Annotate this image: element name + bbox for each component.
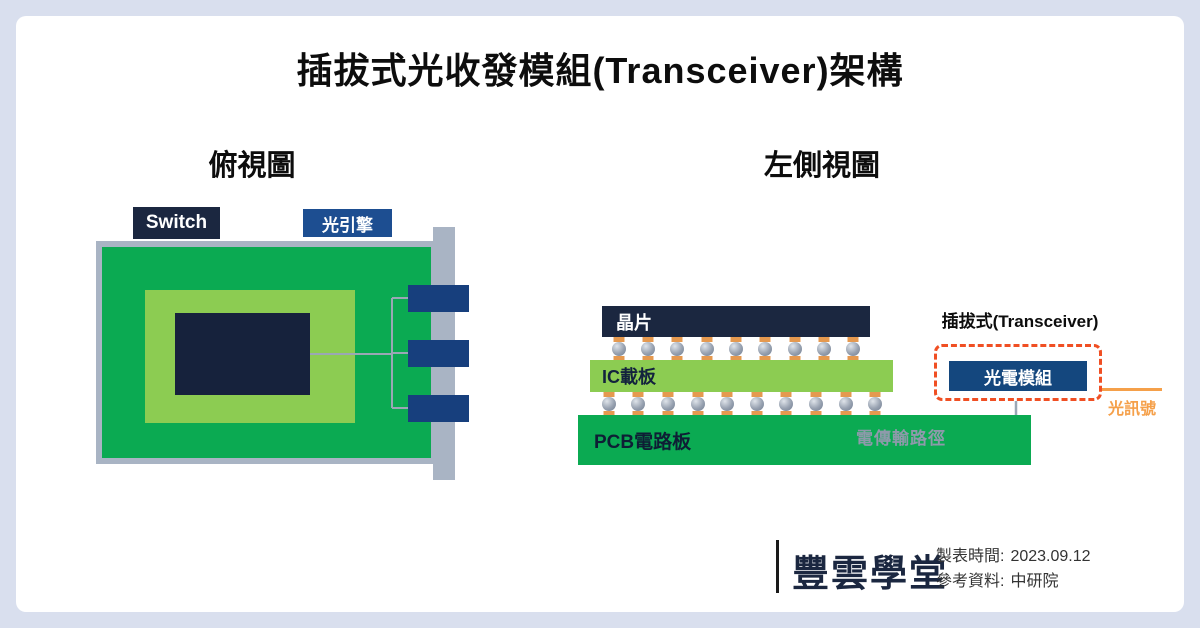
optical-signal-label: 光訊號 [1107, 401, 1156, 418]
solder-ball [749, 396, 764, 411]
footer-source-label: 參考資料: [936, 573, 1005, 590]
transceiver-dashed-outline [934, 344, 1102, 401]
solder-ball [640, 341, 655, 356]
port-connector [408, 340, 469, 367]
solder-ball [728, 341, 743, 356]
solder-ball [816, 341, 831, 356]
port-connector [408, 395, 469, 422]
footer-source-row: 參考資料: 中研院 [936, 569, 1097, 594]
side-view-heading: 左側視圖 [763, 150, 880, 182]
port-connector [408, 285, 469, 312]
solder-ball [758, 341, 773, 356]
footer-meta: 製表時間: 2023.09.12 參考資料: 中研院 [936, 544, 1097, 594]
solder-ball [787, 341, 802, 356]
switch-label: Switch [133, 207, 220, 239]
ic-substrate-bar: IC載板 [590, 360, 893, 392]
optical-engine-label: 光引擎 [303, 209, 392, 237]
chip-bar: 晶片 [602, 306, 870, 337]
footer-date-label: 製表時間: [936, 548, 1005, 565]
solder-ball [720, 396, 735, 411]
transceiver-label: 插拔式(Transceiver) [941, 312, 1099, 331]
switch-chip-block [175, 313, 310, 395]
footer-date-value: 2023.09.12 [1010, 548, 1091, 565]
footer-date-row: 製表時間: 2023.09.12 [936, 544, 1097, 569]
solder-ball [631, 396, 646, 411]
optical-module-box: 光電模組 [949, 361, 1087, 391]
solder-ball [699, 341, 714, 356]
solder-ball [868, 396, 883, 411]
pcb-label: PCB電路板 [594, 431, 692, 453]
solder-ball [601, 396, 616, 411]
top-view-heading: 俯視圖 [208, 150, 296, 182]
optical-signal-line [1102, 388, 1162, 391]
solder-ball-row [594, 392, 890, 415]
solder-ball-row [604, 337, 868, 360]
page-title: 插拔式光收發模組(Transceiver)架構 [296, 50, 904, 91]
brand-logo: 豐雲學堂 [792, 553, 948, 594]
solder-ball [838, 396, 853, 411]
chip-bar-label: 晶片 [616, 312, 652, 333]
solder-ball [660, 396, 675, 411]
footer-source-value: 中研院 [1010, 573, 1059, 590]
pcb-bar: PCB電路板 [578, 415, 1031, 465]
solder-ball [690, 396, 705, 411]
electrical-path-label: 電傳輸路徑 [856, 429, 946, 448]
solder-ball [611, 341, 626, 356]
solder-ball [846, 341, 861, 356]
footer-divider [776, 540, 779, 593]
solder-ball [808, 396, 823, 411]
solder-ball [779, 396, 794, 411]
ic-substrate-label: IC載板 [602, 367, 656, 387]
solder-ball [670, 341, 685, 356]
